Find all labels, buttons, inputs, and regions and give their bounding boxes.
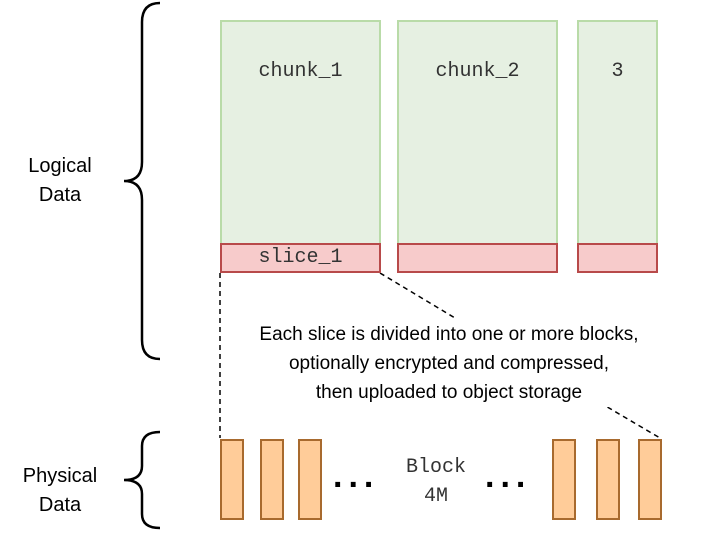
chunk-3-label: 3 [611, 60, 624, 83]
block-size-label: Block 4M [405, 456, 466, 508]
chunk-1-label: chunk_1 [258, 60, 343, 83]
block-2 [260, 439, 284, 520]
block-6 [638, 439, 662, 520]
block-3 [298, 439, 322, 520]
ellipsis-right: ... [485, 457, 532, 495]
physical-brace [123, 430, 161, 530]
block-4 [552, 439, 576, 520]
chunk-2: chunk_2 [397, 20, 558, 245]
chunk-2-label: chunk_2 [435, 60, 520, 83]
block-5 [596, 439, 620, 520]
slice-1: slice_1 [220, 243, 381, 273]
slice-connector-right-upper [379, 272, 456, 319]
slice-chunk-3 [577, 243, 658, 273]
physical-data-label: Physical Data [22, 465, 98, 516]
chunk-3: 3 [577, 20, 658, 245]
logical-brace [123, 1, 161, 361]
ellipsis-left: ... [333, 457, 380, 495]
slice-description-note: Each slice is divided into one or more b… [226, 320, 672, 407]
block-1 [220, 439, 244, 520]
slice-chunk-2 [397, 243, 558, 273]
chunk-1: chunk_1 [220, 20, 381, 245]
logical-data-label: Logical Data [28, 155, 92, 206]
